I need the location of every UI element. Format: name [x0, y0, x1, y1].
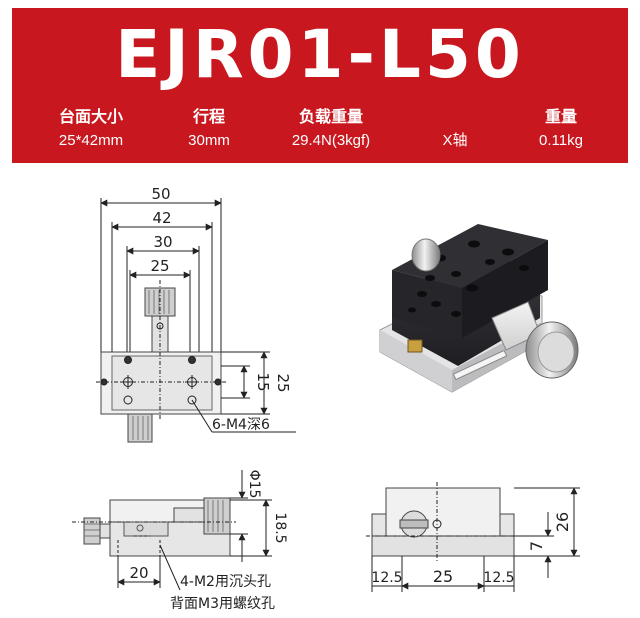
spec-row: 台面大小 25*42mm 行程 30mm 负载重量 29.4N(3kgf) X轴…	[12, 108, 628, 160]
callout-m3: 背面M3用螺纹孔	[170, 596, 275, 612]
dim-25-right: 25	[274, 373, 292, 392]
side-view-drawing	[72, 470, 272, 591]
dim-50: 50	[151, 185, 170, 203]
dim-25: 25	[150, 257, 169, 275]
dim-30: 30	[153, 233, 172, 251]
spec-load: 负载重量 29.4N(3kgf)	[291, 109, 371, 149]
dim-25-end: 25	[433, 567, 453, 586]
dim-20: 20	[129, 564, 148, 582]
product-title: EJR01-L50	[115, 16, 525, 93]
spec-weight: 重量 0.11kg	[539, 109, 583, 149]
dim-12-5-left: 12.5	[371, 570, 402, 586]
dim-15: 15	[254, 372, 272, 391]
end-view-drawing	[366, 482, 580, 592]
dim-26: 26	[553, 512, 572, 532]
spec-axis: X轴	[442, 132, 468, 149]
dim-18-5: 18.5	[272, 512, 288, 543]
spec-table-size: 台面大小 25*42mm	[58, 109, 124, 149]
callout-6-m4: 6-M4深6	[212, 417, 270, 433]
callout-m2: 4-M2用沉头孔	[180, 574, 271, 590]
product-photo	[379, 224, 579, 393]
header-banner: EJR01-L50 台面大小 25*42mm 行程 30mm 负载重量 29.4…	[12, 8, 628, 163]
dim-42: 42	[152, 209, 171, 227]
dim-7: 7	[527, 541, 546, 551]
dim-phi15: Φ15	[246, 470, 262, 499]
spec-travel: 行程 30mm	[188, 109, 230, 149]
top-view-drawing	[96, 198, 296, 443]
dim-12-5-right: 12.5	[483, 570, 514, 586]
